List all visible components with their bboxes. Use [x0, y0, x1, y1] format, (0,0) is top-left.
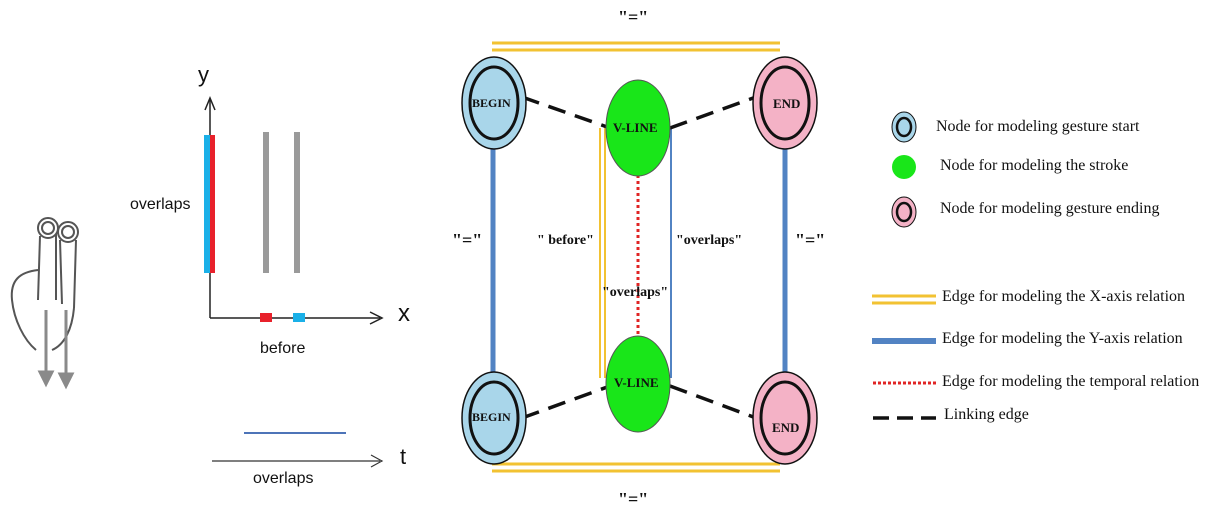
overlaps-label: overlaps — [130, 196, 191, 213]
link-edge-vline-end-bottom — [669, 384, 757, 420]
legend-vline-node-icon — [892, 155, 916, 179]
legend-edge-link-text: Linking edge — [944, 406, 1029, 423]
link-edge-vline-end-top — [669, 95, 757, 130]
t-axis-label: t — [400, 444, 407, 469]
begin-top-label: BEGIN — [472, 96, 511, 110]
link-edge-begin-vline-top — [521, 95, 611, 130]
before-edge-label: " before" — [537, 233, 594, 248]
begin-node-top — [461, 56, 527, 150]
legend-node-end-text: Node for modeling gesture ending — [940, 200, 1160, 217]
link-edge-begin-vline-bottom — [521, 384, 611, 420]
end-bottom-label: END — [772, 420, 800, 435]
begin-bottom-label: BEGIN — [472, 410, 511, 424]
xy-relation-plot — [204, 96, 384, 468]
end-node-bottom — [752, 371, 818, 465]
cyan-x-projection — [293, 313, 305, 322]
overlaps-right-edge-label: "overlaps" — [676, 233, 743, 248]
end-node-top — [752, 56, 818, 150]
timeline-overlaps-label: overlaps — [253, 470, 314, 487]
x-relation-edge-top — [492, 41, 780, 52]
vline-node-bottom — [605, 335, 671, 433]
right-equal-label: "=" — [795, 230, 826, 250]
begin-node-bottom — [461, 371, 527, 465]
legend-edge-temporal-text: Edge for modeling the temporal relation — [942, 373, 1200, 390]
x-relation-edge-bottom — [492, 462, 780, 473]
legend-begin-node-icon — [891, 111, 917, 143]
x-axis-label: x — [398, 300, 410, 327]
vline-top-label: V-LINE — [613, 120, 658, 135]
legend-node-start-text: Node for modeling gesture start — [936, 118, 1140, 135]
vline-node-top — [605, 79, 671, 177]
y-axis-label: y — [198, 62, 209, 87]
top-equal-label: "=" — [618, 7, 649, 27]
end-top-label: END — [773, 96, 801, 111]
cyan-stroke — [204, 135, 210, 273]
vline-bottom-label: V-LINE — [614, 375, 659, 390]
gray-stroke-2 — [294, 132, 300, 273]
red-x-projection — [260, 313, 272, 322]
x-relation-edge-middle — [599, 128, 606, 378]
legend-edge-x-text: Edge for modeling the X-axis relation — [942, 288, 1186, 305]
before-label: before — [260, 340, 306, 357]
red-stroke — [210, 135, 215, 273]
gray-stroke-1 — [263, 132, 269, 273]
left-equal-label: "=" — [452, 230, 483, 250]
overlaps-center-edge-label: "overlaps" — [602, 285, 669, 300]
bottom-equal-label: "=" — [618, 489, 649, 509]
legend-edge-y-text: Edge for modeling the Y-axis relation — [942, 330, 1183, 347]
legend-end-node-icon — [891, 196, 917, 228]
two-finger-swipe-icon — [10, 217, 79, 390]
legend-x-edge-icon — [872, 294, 936, 305]
legend-node-stroke-text: Node for modeling the stroke — [940, 157, 1129, 174]
